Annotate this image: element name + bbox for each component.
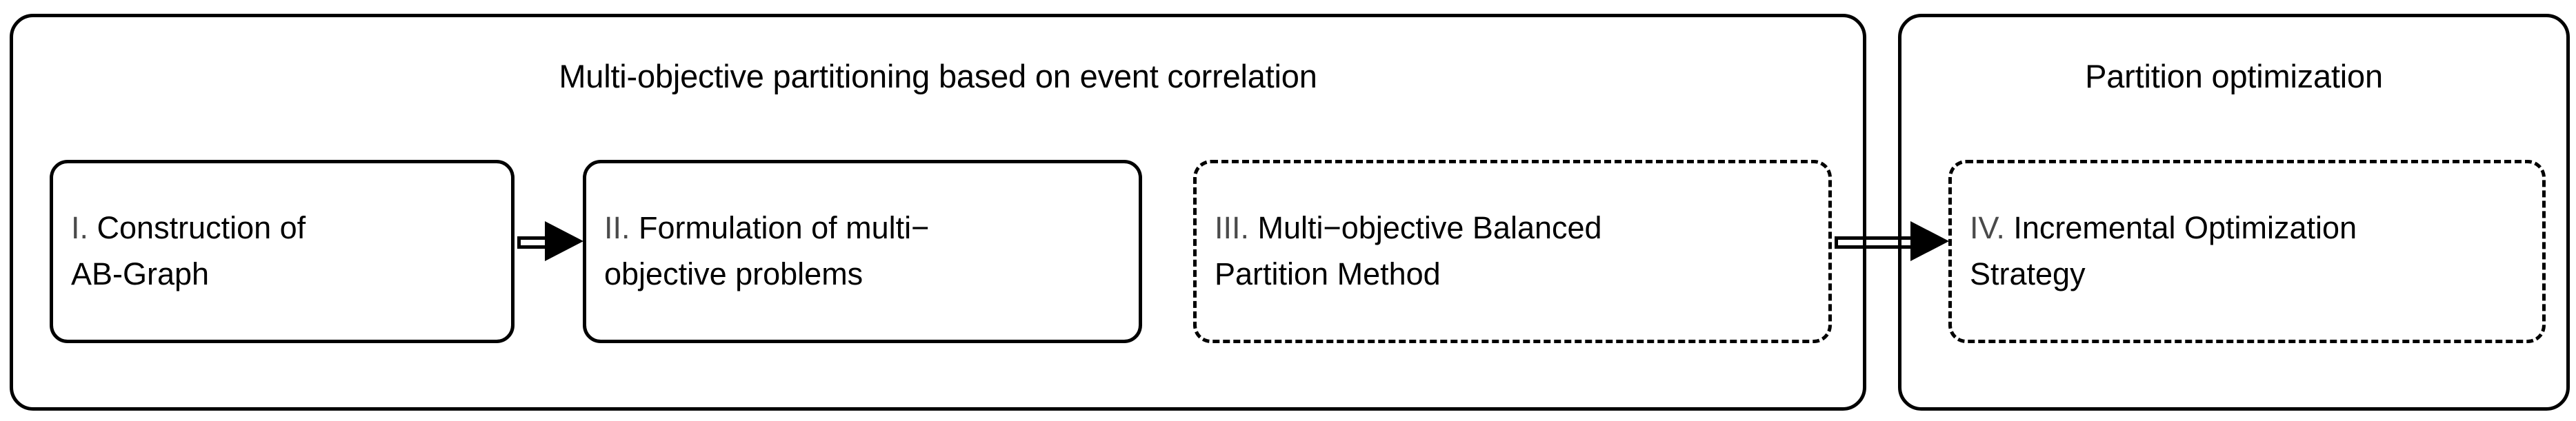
step-box-2-line1: Formulation of multi− [630,210,930,246]
arrow-step1-to-step2 [517,221,583,261]
step-box-1-line1: Construction of [88,210,306,246]
arrow-step1-to-step2-tail [517,236,521,249]
step-box-formulation-of-multi-objective-problems[interactable]: II. Formulation of multi− objective prob… [583,160,1142,343]
step-box-4-numeral: IV. [1970,210,2005,246]
arrow-step1-to-step2-shaft-bottom [517,245,549,249]
step-box-3-line2: Partition Method [1215,256,1441,291]
step-box-incremental-optimization-strategy[interactable]: IV. Incremental Optimization Strategy [1948,160,2546,343]
arrow-step3-to-step4-shaft-top [1835,236,1916,240]
step-box-3-text: III. Multi−objective Balanced Partition … [1197,205,1828,297]
step-box-2-numeral: II. [604,210,630,246]
arrow-step3-to-step4-shaft-bottom [1835,245,1916,249]
step-box-multi-objective-balanced-partition-method[interactable]: III. Multi−objective Balanced Partition … [1193,160,1832,343]
arrow-step3-to-step4-tail [1835,236,1838,249]
arrow-step1-to-step2-head [545,221,583,261]
step-box-3-numeral: III. [1215,210,1250,246]
arrow-step1-to-step2-shaft-top [517,236,549,240]
panel-partition-optimization-title: Partition optimization [2085,58,2383,94]
arrow-step3-to-step4 [1835,221,1952,261]
step-box-construction-of-ab-graph[interactable]: I. Construction of AB-Graph [50,160,515,343]
arrow-step3-to-step4-head [1910,221,1949,261]
panel-multi-objective-partitioning-title: Multi-objective partitioning based on ev… [559,58,1317,94]
step-box-3-line1: Multi−objective Balanced [1249,210,1602,246]
step-box-1-numeral: I. [71,210,89,246]
step-box-4-text: IV. Incremental Optimization Strategy [1952,205,2542,297]
step-box-1-text: I. Construction of AB-Graph [53,205,511,297]
step-box-4-line2: Strategy [1970,256,2086,291]
step-box-2-text: II. Formulation of multi− objective prob… [586,205,1139,297]
step-box-2-line2: objective problems [604,256,863,291]
step-box-4-line1: Incremental Optimization [2004,210,2357,246]
step-box-1-line2: AB-Graph [71,256,210,291]
